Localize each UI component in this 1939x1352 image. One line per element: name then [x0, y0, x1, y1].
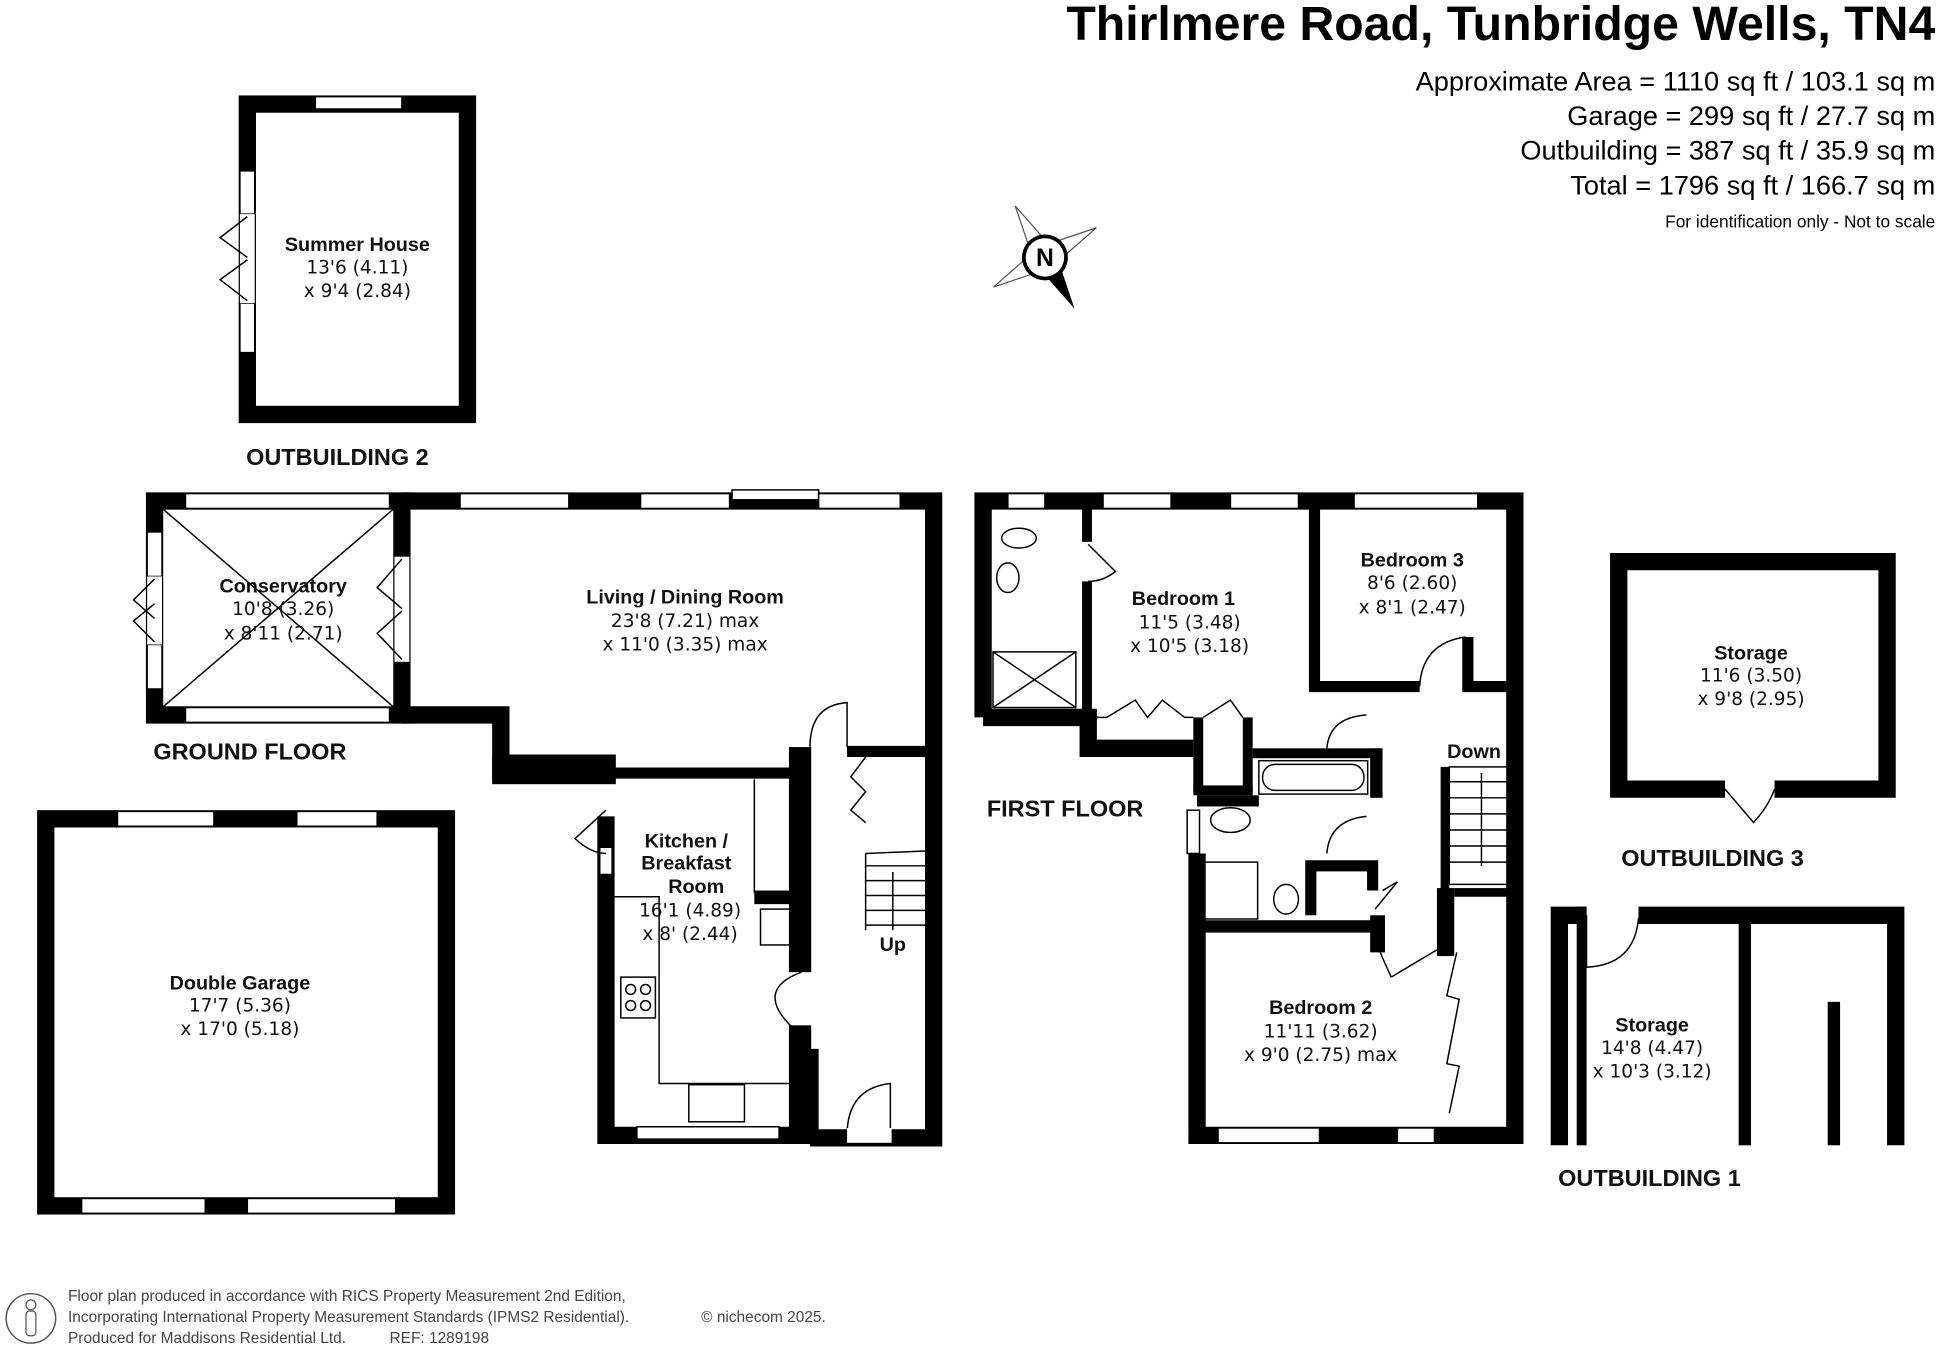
garage-plan: [37, 810, 456, 1215]
area-garage: Garage = 299 sq ft / 27.7 sq m: [1567, 100, 1935, 131]
room-dim-garage-2: x 17'0 (5.18): [180, 1019, 299, 1040]
floor-label-outbuilding-1: OUTBUILDING 1: [1558, 1165, 1741, 1191]
room-dim-conservatory-2: x 8'11 (2.71): [224, 624, 343, 645]
outbuilding-3-plan: [1610, 552, 1896, 824]
room-name-bedroom-1: Bedroom 1: [1132, 588, 1235, 610]
room-dim-storage-1-1: 14'8 (4.47): [1601, 1038, 1703, 1059]
room-name-kitchen-2: Breakfast: [641, 853, 732, 875]
room-dim-bedroom-3-2: x 8'1 (2.47): [1359, 598, 1466, 619]
room-dim-bedroom-1-1: 11'5 (3.48): [1139, 612, 1241, 633]
room-name-living-dining: Living / Dining Room: [586, 587, 784, 609]
room-dim-bedroom-1-2: x 10'5 (3.18): [1130, 636, 1249, 657]
room-dim-kitchen-1: 16'1 (4.89): [639, 901, 741, 922]
summer-house-plan: [218, 95, 477, 424]
room-name-kitchen-1: Kitchen /: [645, 830, 729, 852]
person-scale-icon: [5, 1292, 57, 1344]
room-dim-summer-house-1: 13'6 (4.11): [306, 257, 408, 278]
room-dim-garage-1: 17'7 (5.36): [189, 996, 291, 1017]
room-name-storage-3: Storage: [1714, 642, 1788, 664]
footer-line-2: Incorporating International Property Mea…: [68, 1309, 629, 1326]
room-dim-living-2: x 11'0 (3.35) max: [602, 635, 767, 656]
footer-line-1: Floor plan produced in accordance with R…: [68, 1288, 626, 1305]
room-dim-kitchen-2: x 8' (2.44): [642, 924, 737, 945]
room-dim-bedroom-3-1: 8'6 (2.60): [1367, 573, 1457, 594]
area-total: Total = 1796 sq ft / 166.7 sq m: [1570, 169, 1935, 200]
room-name-summer-house: Summer House: [285, 234, 430, 256]
room-dim-storage-3-2: x 9'8 (2.95): [1697, 689, 1804, 710]
room-dim-storage-3-1: 11'6 (3.50): [1700, 666, 1802, 687]
area-outbuilding: Outbuilding = 387 sq ft / 35.9 sq m: [1520, 135, 1935, 166]
compass-icon: N: [993, 205, 1097, 309]
footer-copyright: © nichecom 2025.: [701, 1309, 826, 1326]
property-title: Thirlmere Road, Tunbridge Wells, TN4: [1066, 0, 1935, 51]
room-name-bedroom-3: Bedroom 3: [1361, 550, 1464, 572]
room-name-bedroom-2: Bedroom 2: [1269, 997, 1372, 1019]
not-to-scale-note: For identification only - Not to scale: [1665, 212, 1935, 232]
area-approximate: Approximate Area = 1110 sq ft / 103.1 sq…: [1416, 65, 1936, 96]
room-dim-summer-house-2: x 9'4 (2.84): [304, 281, 411, 302]
room-dim-living-1: 23'8 (7.21) max: [611, 611, 759, 632]
ground-floor-plan: [132, 489, 943, 1147]
room-name-garage: Double Garage: [170, 972, 311, 994]
room-name-storage-1: Storage: [1615, 1015, 1689, 1037]
room-dim-bedroom-2-1: 11'11 (3.62): [1264, 1022, 1378, 1043]
room-dim-storage-1-2: x 10'3 (3.12): [1593, 1061, 1712, 1082]
footer-ref: REF: 1289198: [390, 1330, 490, 1347]
floor-label-outbuilding-2: OUTBUILDING 2: [246, 444, 429, 470]
stairs-down-label: Down: [1447, 741, 1501, 763]
floor-label-outbuilding-3: OUTBUILDING 3: [1621, 845, 1804, 871]
room-dim-conservatory-1: 10'8 (3.26): [232, 599, 334, 620]
room-name-kitchen-3: Room: [668, 876, 724, 898]
floor-label-ground: GROUND FLOOR: [153, 738, 346, 764]
stairs-up-label: Up: [880, 934, 906, 956]
footer-line-3: Produced for Maddisons Residential Ltd.: [68, 1330, 346, 1347]
room-name-conservatory: Conservatory: [219, 576, 346, 598]
outbuilding-1-plan: [1550, 906, 1905, 1146]
compass-north-label: N: [1036, 245, 1054, 272]
floor-label-first: FIRST FLOOR: [987, 795, 1144, 821]
first-floor-plan: [974, 492, 1524, 1145]
room-dim-bedroom-2-2: x 9'0 (2.75) max: [1244, 1045, 1397, 1066]
